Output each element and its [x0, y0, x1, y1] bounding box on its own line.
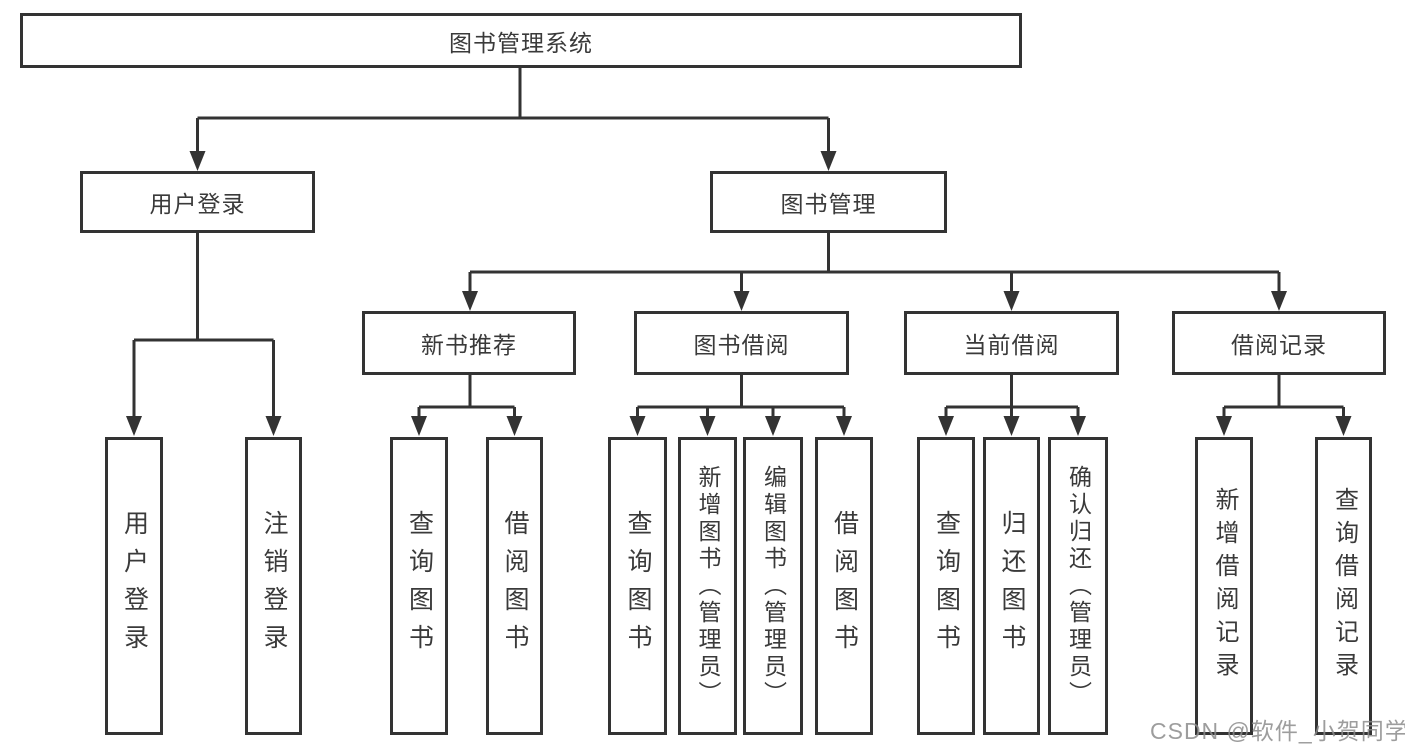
arrowhead: [265, 416, 282, 436]
connector-root-to-level2: [189, 68, 837, 171]
node-br-query-record: 查询借阅记录: [1315, 437, 1372, 735]
arrowhead: [1003, 291, 1020, 311]
arrowhead: [765, 416, 781, 436]
arrowhead: [1216, 416, 1232, 436]
node-user-login: 用户登录: [80, 171, 315, 233]
arrowhead: [836, 416, 852, 436]
connector-book-borrow-children: [629, 375, 852, 436]
arrowhead: [1003, 416, 1020, 436]
node-logout-leaf: 注销登录: [245, 437, 302, 735]
node-bb-query-book: 查询图书: [608, 437, 667, 735]
arrowhead: [1271, 291, 1287, 311]
arrowhead: [189, 151, 206, 171]
node-cb-query-book: 查询图书: [917, 437, 975, 735]
arrowhead: [733, 291, 750, 311]
node-bb-add-book-admin: 新增图书（管理员）: [678, 437, 737, 735]
arrowhead: [820, 151, 837, 171]
node-library-system: 图书管理系统: [20, 13, 1022, 68]
node-current-borrowing: 当前借阅: [904, 311, 1119, 375]
arrowhead: [126, 416, 142, 436]
node-bb-borrow-book: 借阅图书: [815, 437, 873, 735]
node-nbr-borrow-book: 借阅图书: [486, 437, 543, 735]
csdn-watermark: CSDN @软件_小贺同学: [1150, 718, 1405, 744]
node-new-book-recommend: 新书推荐: [362, 311, 576, 375]
arrowhead: [1070, 416, 1086, 436]
node-cb-confirm-return-admin: 确认归还（管理员）: [1048, 437, 1108, 735]
node-user-login-leaf: 用户登录: [105, 437, 163, 735]
node-br-add-record: 新增借阅记录: [1195, 437, 1253, 735]
connector-book-mgmt-to-level3: [462, 232, 1287, 311]
arrowhead: [411, 416, 427, 436]
node-nbr-query-book: 查询图书: [390, 437, 448, 735]
node-book-borrowing: 图书借阅: [634, 311, 849, 375]
arrowhead: [462, 291, 478, 311]
connector-user-login-children: [126, 232, 282, 436]
node-bb-edit-book-admin: 编辑图书（管理员）: [743, 437, 803, 735]
connector-new-book-rec-children: [411, 375, 523, 436]
connector-current-borrow-children: [938, 375, 1086, 436]
node-book-management: 图书管理: [710, 171, 947, 233]
arrowhead: [699, 416, 716, 436]
node-borrow-records: 借阅记录: [1172, 311, 1386, 375]
arrowhead: [629, 416, 646, 436]
arrowhead: [938, 416, 954, 436]
arrowhead: [506, 416, 523, 436]
connector-borrow-records-children: [1216, 375, 1352, 436]
node-cb-return-book: 归还图书: [983, 437, 1040, 735]
arrowhead: [1335, 416, 1352, 436]
